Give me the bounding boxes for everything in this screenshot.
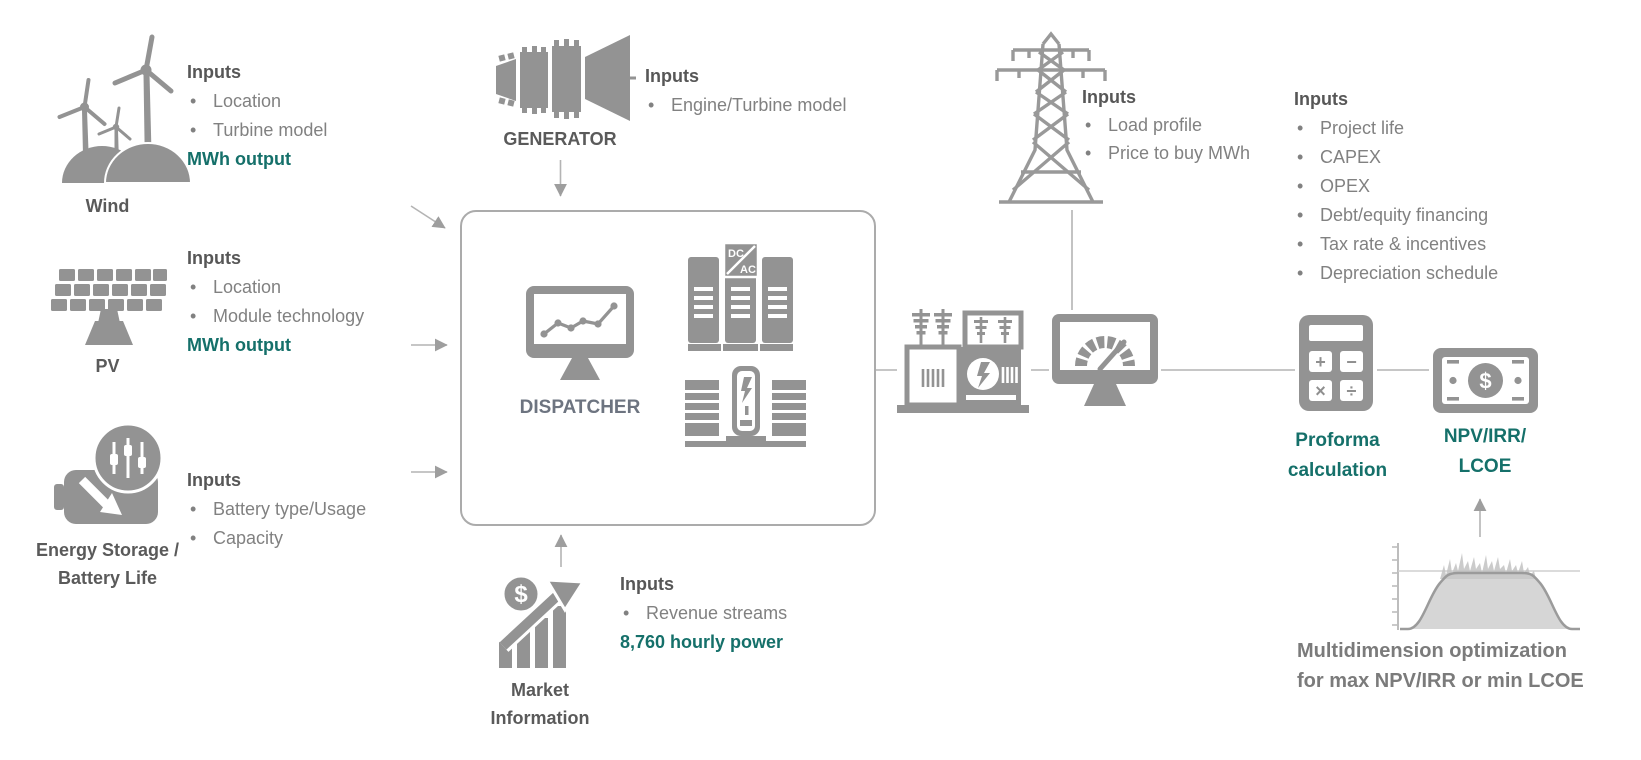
dollar-glyph: $ bbox=[1479, 369, 1491, 394]
pv-inputs-title: Inputs bbox=[187, 248, 241, 268]
financial-input-item: • Project life bbox=[1297, 118, 1405, 138]
financial-input-item: • CAPEX bbox=[1297, 147, 1382, 167]
market-output-label: 8,760 hourly power bbox=[620, 632, 784, 652]
pv-output-label: MWh output bbox=[187, 335, 291, 355]
gas-turbine-icon bbox=[496, 35, 636, 121]
financial-inputs-title: Inputs bbox=[1294, 89, 1348, 109]
generator-label: GENERATOR bbox=[503, 129, 617, 149]
dispatcher-monitor-icon bbox=[526, 286, 634, 380]
meter-monitor-icon bbox=[1052, 314, 1158, 406]
storage-input-item: • Capacity bbox=[190, 528, 284, 548]
financial-input-item: • OPEX bbox=[1297, 176, 1371, 196]
storage-inputs: Inputs • Battery type/Usage • Capacity bbox=[187, 466, 366, 553]
times-glyph: × bbox=[1315, 381, 1326, 401]
financial-input-item: • Debt/equity financing bbox=[1297, 205, 1489, 225]
grid-inputs-title: Inputs bbox=[1082, 87, 1136, 107]
calculator-icon: + − × ÷ bbox=[1299, 315, 1373, 411]
battery-converter-icon bbox=[685, 366, 806, 447]
dispatcher-box bbox=[460, 210, 876, 526]
market-label: Market Information bbox=[490, 680, 590, 728]
generator-input-item: • Engine/Turbine model bbox=[648, 95, 847, 115]
dc-ac-inverter-icon: DC AC bbox=[688, 243, 793, 351]
substation-icon bbox=[897, 309, 1029, 413]
dispatcher-label: DISPATCHER bbox=[519, 397, 641, 418]
generator-inputs-title: Inputs bbox=[645, 66, 699, 86]
grid-input-item: • Price to buy MWh bbox=[1085, 143, 1251, 163]
battery-storage-icon bbox=[54, 422, 164, 524]
pv-input-item: • Location bbox=[190, 277, 282, 297]
money-bill-icon: $ bbox=[1433, 348, 1538, 413]
dollar-glyph: $ bbox=[514, 581, 528, 608]
market-inputs-title: Inputs bbox=[620, 574, 674, 594]
solar-panel-icon bbox=[51, 269, 167, 345]
pv-inputs: Inputs • Location • Module technology MW… bbox=[187, 244, 364, 360]
minus-glyph: − bbox=[1346, 352, 1357, 372]
storage-label: Energy Storage / Battery Life bbox=[35, 540, 180, 588]
optimization-chart bbox=[1392, 543, 1580, 631]
transmission-tower-icon bbox=[995, 31, 1107, 204]
financial-input-item: • Depreciation schedule bbox=[1297, 263, 1499, 283]
wind-inputs-title: Inputs bbox=[187, 62, 241, 82]
market-input-item: • Revenue streams bbox=[623, 603, 788, 623]
wind-turbines-icon bbox=[57, 34, 193, 184]
generator-inputs: Inputs • Engine/Turbine model bbox=[645, 62, 846, 120]
pv-label: PV bbox=[95, 356, 120, 376]
dc-label: DC bbox=[728, 248, 744, 260]
storage-input-item: • Battery type/Usage bbox=[190, 499, 367, 519]
wind-input-item: • Turbine model bbox=[190, 120, 328, 140]
arrow-wind-to-dispatcher bbox=[410, 205, 446, 229]
wind-label: Wind bbox=[85, 196, 130, 216]
wind-inputs: Inputs • Location • Turbine model MWh ou… bbox=[187, 58, 327, 174]
market-inputs: Inputs • Revenue streams 8,760 hourly po… bbox=[620, 570, 787, 657]
financial-inputs: Inputs • Project life • CAPEX • OPEX • D… bbox=[1294, 85, 1498, 288]
financial-input-item: • Tax rate & incentives bbox=[1297, 234, 1487, 254]
market-growth-icon: $ bbox=[497, 574, 586, 668]
proforma-label: Proforma calculation bbox=[1287, 430, 1388, 481]
storage-inputs-title: Inputs bbox=[187, 470, 241, 490]
grid-input-item: • Load profile bbox=[1085, 115, 1203, 135]
results-label: NPV/IRR/ LCOE bbox=[1443, 426, 1527, 477]
wind-output-label: MWh output bbox=[187, 149, 291, 169]
plus-glyph: + bbox=[1315, 352, 1326, 372]
pv-input-item: • Module technology bbox=[190, 306, 365, 326]
ac-label: AC bbox=[740, 264, 756, 276]
divide-glyph: ÷ bbox=[1347, 381, 1357, 401]
grid-inputs: Inputs • Load profile • Price to buy MWh bbox=[1082, 83, 1250, 167]
optimization-caption: Multidimension optimization for max NPV/… bbox=[1297, 640, 1584, 692]
wind-input-item: • Location bbox=[190, 91, 282, 111]
